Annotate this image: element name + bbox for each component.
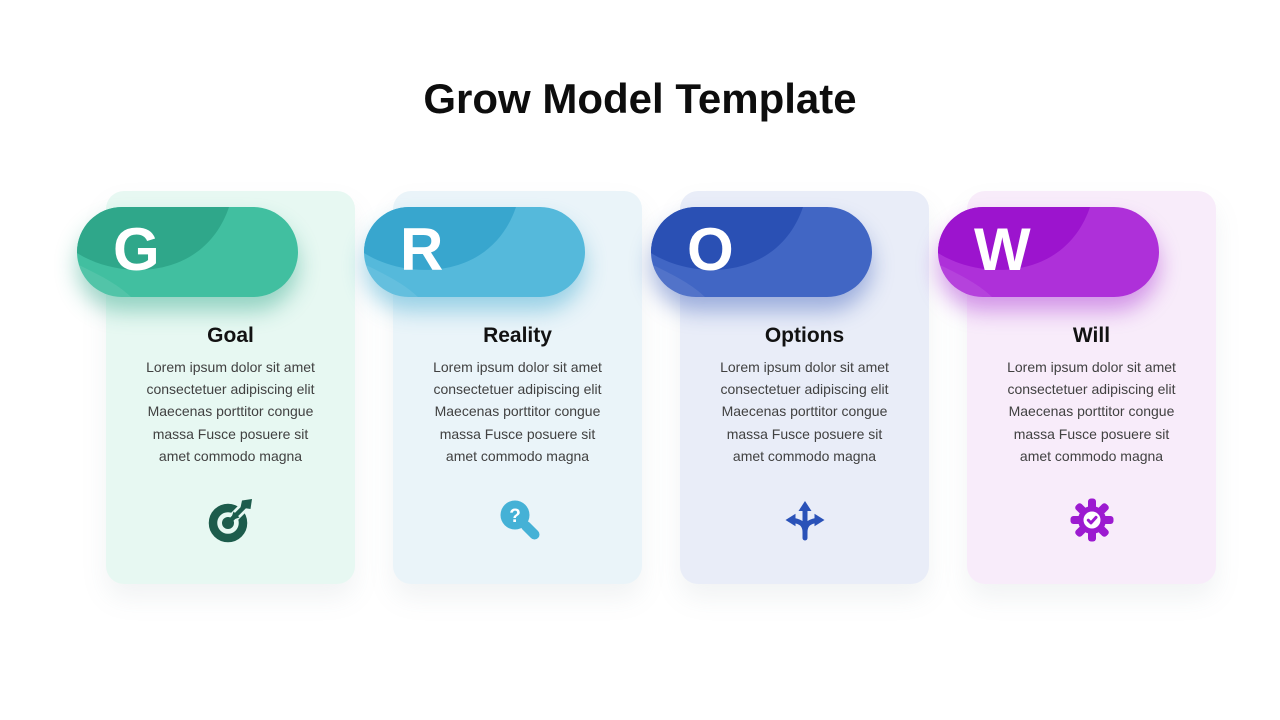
- letter-pill-g: G: [77, 207, 298, 297]
- search-question-icon: ?: [494, 496, 542, 544]
- letter-pill-w: W: [938, 207, 1159, 297]
- card-title: Will: [1072, 324, 1111, 347]
- page-title: Grow Model Template: [423, 75, 857, 122]
- pill-wave-shape: [364, 207, 516, 297]
- card-goal: G Goal Lorem ipsum dolor sit amet consec…: [77, 191, 355, 584]
- card-body-text: Lorem ipsum dolor sit amet consectetuer …: [146, 359, 315, 464]
- card-title: Reality: [483, 324, 552, 347]
- card-reality: R Reality Lorem ipsum dolor sit amet con…: [364, 191, 642, 584]
- pill-letter: W: [974, 216, 1031, 284]
- three-way-arrows-icon: [781, 496, 829, 544]
- svg-text:?: ?: [509, 506, 521, 527]
- pill-letter: G: [113, 216, 160, 284]
- pill-wave-shape: [651, 207, 803, 297]
- pill-wave-shape: [77, 207, 229, 297]
- card-body-text: Lorem ipsum dolor sit amet consectetuer …: [1007, 359, 1176, 464]
- pill-letter: R: [400, 216, 444, 284]
- target-dart-icon: [207, 496, 255, 544]
- letter-pill-o: O: [651, 207, 872, 297]
- card-will: W Will Lorem ipsum dolor sit amet consec…: [938, 191, 1216, 584]
- letter-pill-r: R: [364, 207, 585, 297]
- card-body-text: Lorem ipsum dolor sit amet consectetuer …: [720, 359, 889, 464]
- gear-check-icon: [1068, 496, 1116, 544]
- card-options: O Options Lorem ipsum dolor sit amet con…: [651, 191, 929, 584]
- pill-wave-shape: [938, 207, 1090, 297]
- card-body-text: Lorem ipsum dolor sit amet consectetuer …: [433, 359, 602, 464]
- card-title: Options: [764, 324, 845, 347]
- grow-cards: G Goal Lorem ipsum dolor sit amet consec…: [77, 191, 1216, 584]
- card-title: Goal: [207, 324, 254, 347]
- pill-letter: O: [687, 216, 734, 284]
